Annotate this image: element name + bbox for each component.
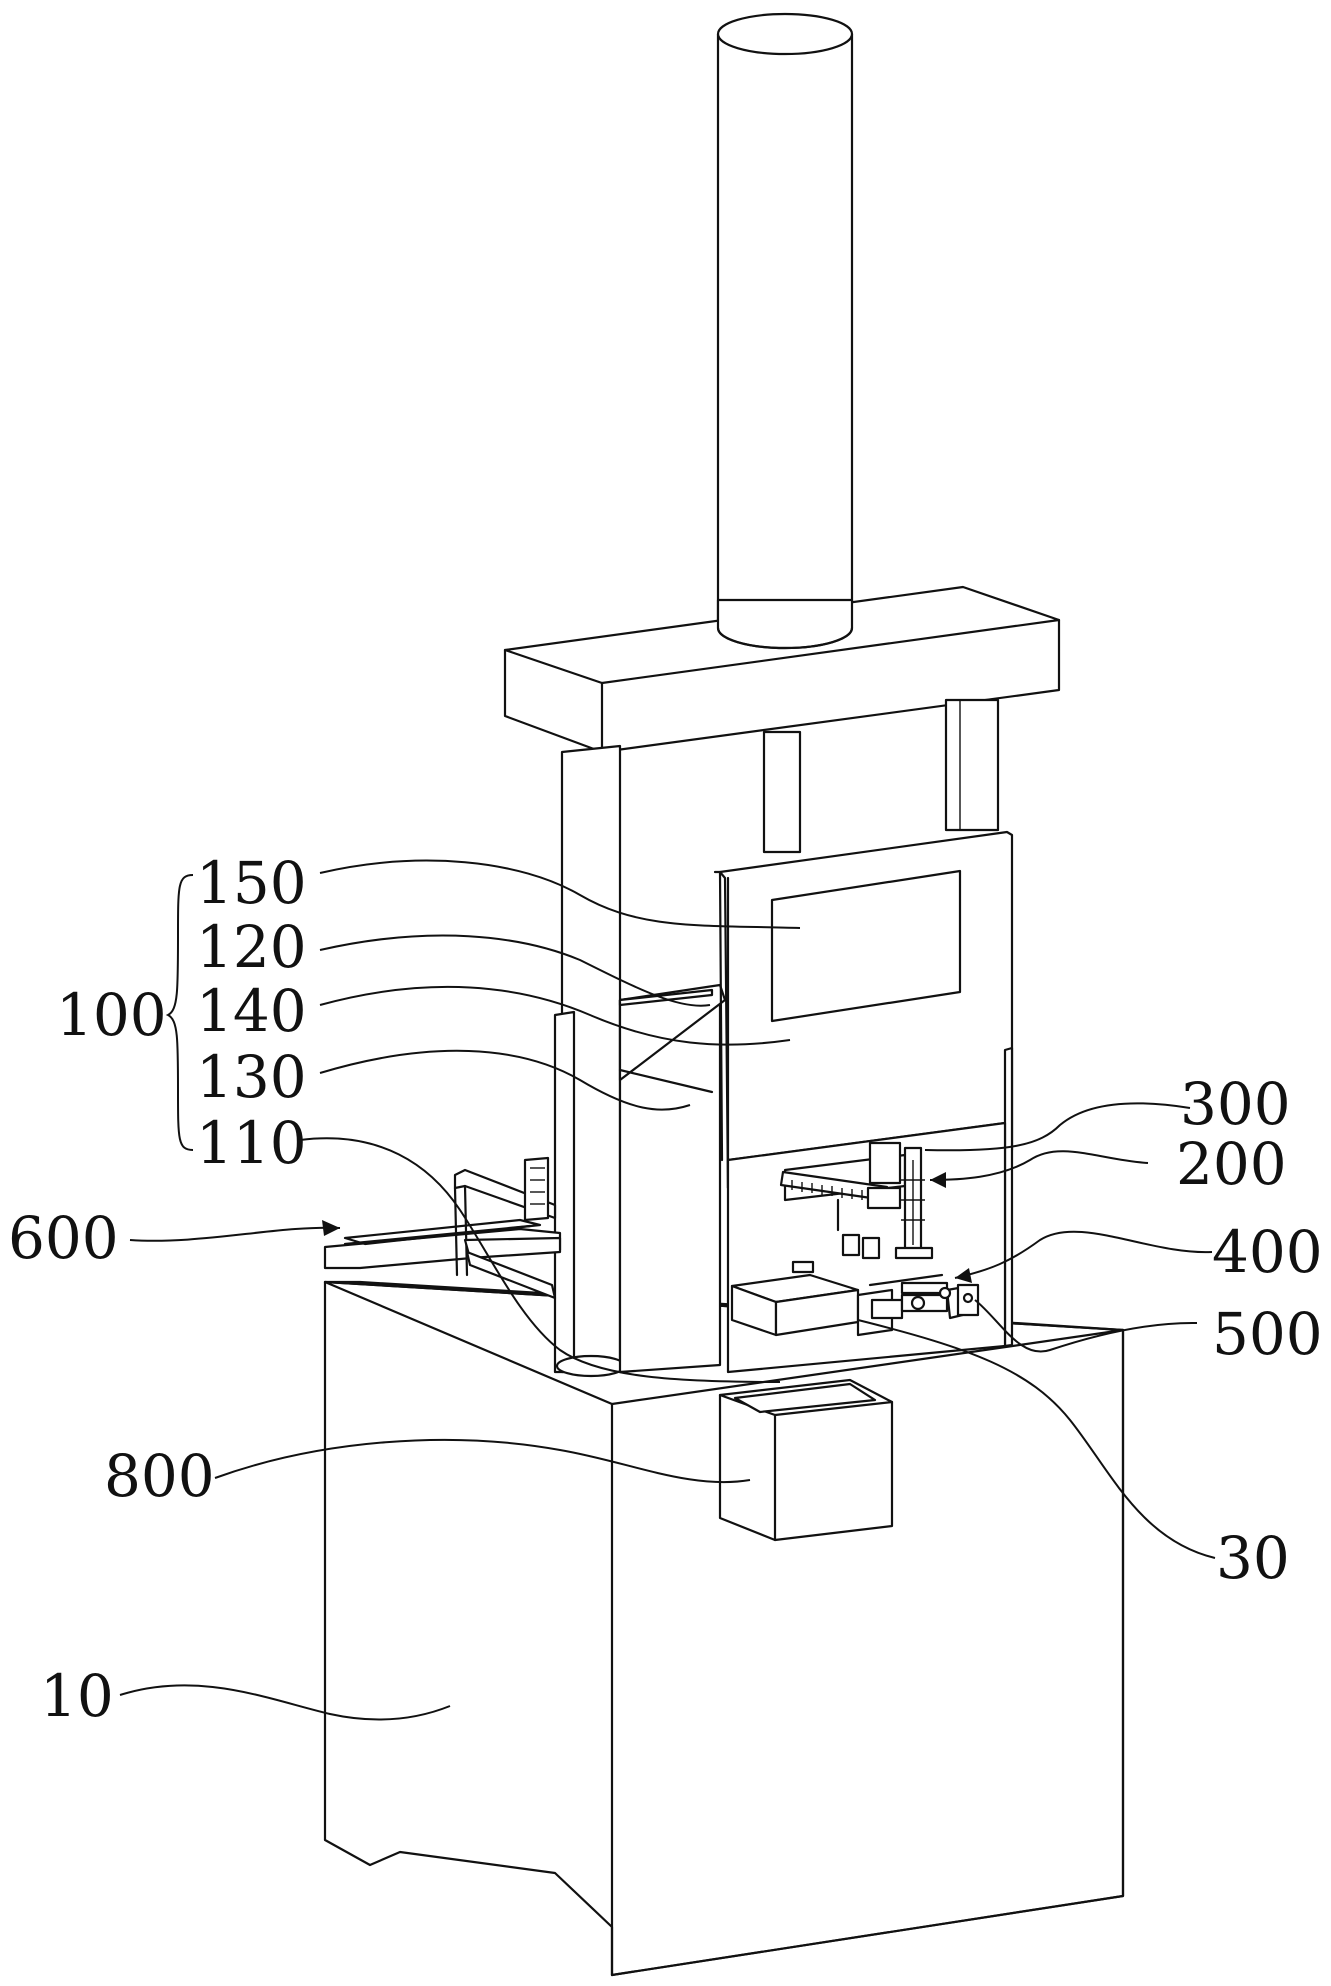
clamp-assembly xyxy=(856,1273,980,1337)
label-600: 600 xyxy=(8,1204,119,1272)
side-frame xyxy=(553,744,727,1378)
label-500: 500 xyxy=(1212,1300,1323,1368)
lower-cavity xyxy=(726,1121,1007,1374)
top-crossbeam xyxy=(503,585,1061,754)
label-100: 100 xyxy=(56,981,167,1049)
label-400: 400 xyxy=(1212,1218,1323,1286)
guide-posts xyxy=(762,698,1000,854)
label-800: 800 xyxy=(104,1442,215,1510)
label-30: 30 xyxy=(1216,1524,1290,1592)
vertical-column xyxy=(716,12,854,650)
reference-numerals: 150 120 100 140 130 110 300 200 600 400 … xyxy=(8,849,1323,1730)
vertical-slide xyxy=(894,1146,934,1260)
label-10: 10 xyxy=(40,1662,114,1730)
label-300: 300 xyxy=(1180,1070,1291,1138)
collection-bin xyxy=(718,1378,894,1542)
label-140: 140 xyxy=(196,977,307,1045)
label-130: 130 xyxy=(196,1043,307,1111)
conveyor-rail xyxy=(323,1156,562,1300)
label-150: 150 xyxy=(196,849,307,917)
label-120: 120 xyxy=(196,913,307,981)
label-200: 200 xyxy=(1176,1130,1287,1198)
workpiece-block xyxy=(730,1273,860,1337)
label-110: 110 xyxy=(196,1109,307,1177)
leader-lines xyxy=(119,859,1216,1721)
machine-base xyxy=(323,1280,1125,1977)
